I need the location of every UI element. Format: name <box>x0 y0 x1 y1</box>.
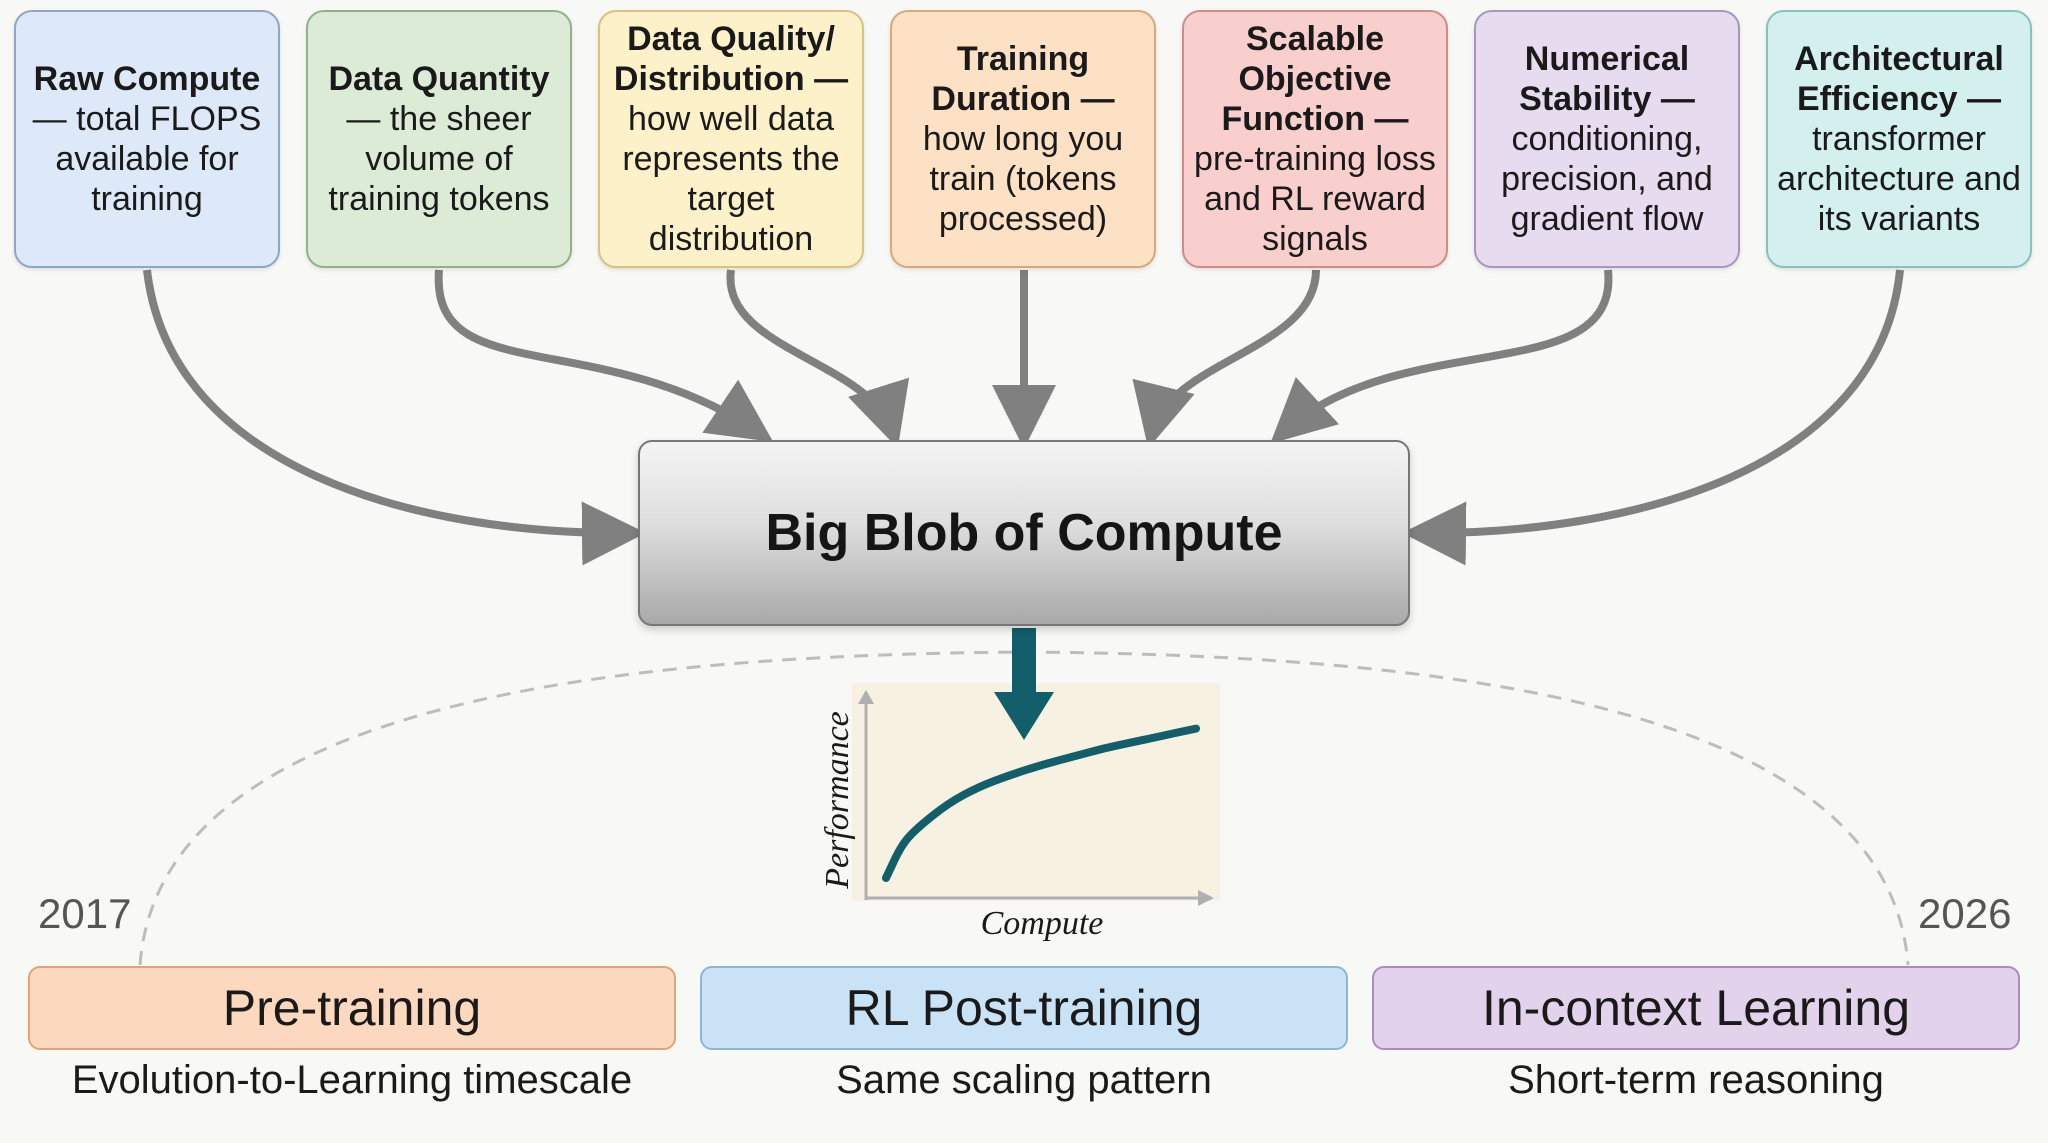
arrow-data-quantity <box>434 269 774 442</box>
factor-architectural-efficiency: Architectural Efficiency — transformer a… <box>1766 10 2032 268</box>
era-label: In-context Learning <box>1481 980 1911 1036</box>
factor-title: Raw Compute <box>33 60 261 98</box>
era-label: RL Post-training <box>845 980 1203 1036</box>
factor-description: — the sheer volume of training tokens <box>328 100 550 218</box>
factor-title: Data Quantity <box>328 60 550 98</box>
factor-description: how well data represents the target dist… <box>622 100 840 258</box>
chart-x-axis-arrow <box>1198 890 1214 906</box>
era-rl-post-training-sublabel: Same scaling pattern <box>836 1058 1212 1102</box>
arrow-numerical-stability <box>1270 269 1613 444</box>
arrow-data-quality <box>726 269 909 449</box>
arrow-raw-compute <box>143 269 646 566</box>
factor-scalable-objective: Scalable Objective Function — pre-traini… <box>1182 10 1448 268</box>
chart-series-line-0 <box>882 724 1200 882</box>
era-pre-training: Pre-training <box>28 966 676 1050</box>
arrow-objective <box>1132 269 1320 449</box>
factor-raw-compute: Raw Compute — total FLOPS available for … <box>14 10 280 268</box>
factor-title: Numerical Stability — <box>1519 40 1695 118</box>
timeline-end-year: 2026 <box>1918 890 2012 937</box>
era-rl-post-training: RL Post-training <box>700 966 1348 1050</box>
big-blob-of-compute-box: Big Blob of Compute <box>638 440 1410 626</box>
era-pre-training-sublabel: Evolution-to-Learning timescale <box>71 1058 633 1102</box>
factor-title: Architectural Efficiency — <box>1794 40 2004 118</box>
factor-description: how long you train (tokens processed) <box>922 120 1124 238</box>
factor-title: Training Duration — <box>931 40 1115 118</box>
big-blob-label: Big Blob of Compute <box>765 504 1283 562</box>
era-in-context-learning: In-context Learning <box>1372 966 2020 1050</box>
factor-description: conditioning, precision, and gradient fl… <box>1501 120 1713 238</box>
era-label: Pre-training <box>222 980 482 1036</box>
chart-y-axis-arrow <box>858 690 874 704</box>
factor-training-duration: Training Duration — how long you train (… <box>890 10 1156 268</box>
factor-title: Scalable Objective Function — <box>1221 20 1409 138</box>
factor-numerical-stability: Numerical Stability — conditioning, prec… <box>1474 10 1740 268</box>
chart-series-group <box>882 724 1200 882</box>
arrow-architectural-efficiency <box>1402 269 1904 566</box>
era-in-context-learning-sublabel: Short-term reasoning <box>1508 1058 1884 1102</box>
factor-data-quality: Data Quality/ Distribution — how well da… <box>598 10 864 268</box>
chart-x-label: Compute <box>981 905 1104 942</box>
timeline-start-year: 2017 <box>38 890 132 937</box>
output-arrow <box>994 628 1054 740</box>
factor-description: — total FLOPS available for training <box>32 100 262 218</box>
factor-title: Data Quality/ Distribution — <box>613 20 849 98</box>
factor-data-quantity: Data Quantity — the sheer volume of trai… <box>306 10 572 268</box>
factor-description: pre-training loss and RL reward signals <box>1194 140 1436 258</box>
factor-description: transformer architecture and its variant… <box>1777 120 2021 238</box>
chart-y-label: Performance <box>819 711 856 890</box>
